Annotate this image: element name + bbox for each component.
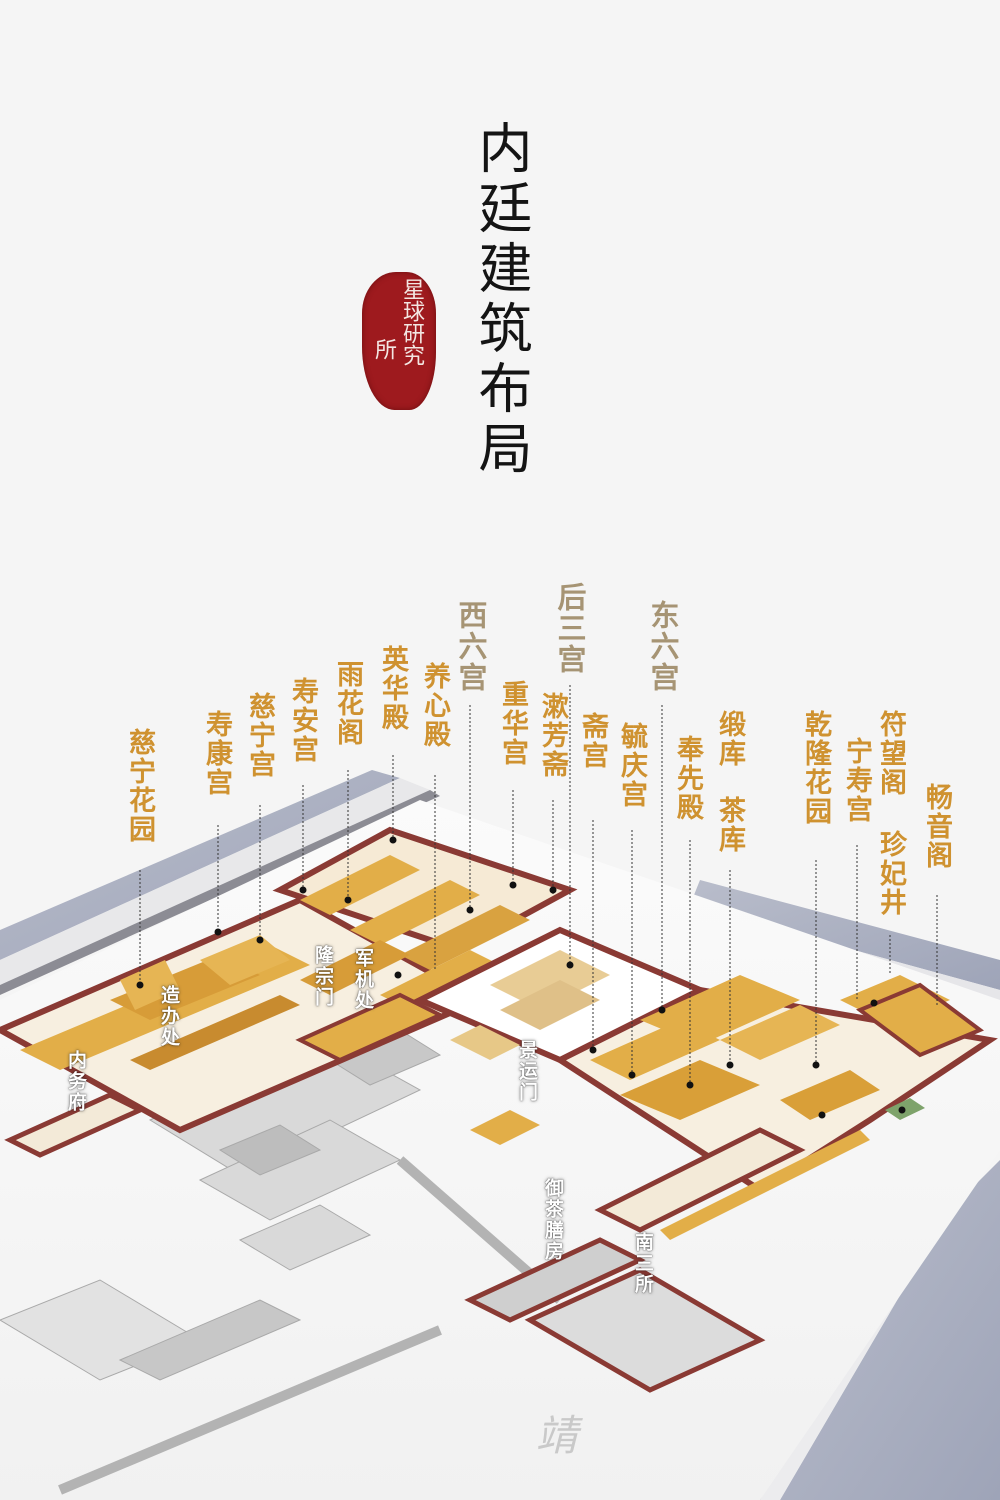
label-grand-council: 军机处 <box>352 948 374 1011</box>
label-shoukang-palace: 寿康宫 <box>201 710 232 797</box>
label-longzong-gate: 隆宗门 <box>312 945 334 1008</box>
northwest-moat <box>0 770 400 960</box>
label-ningshou-palace: 宁寿宫 <box>841 737 872 824</box>
label-fuwang-pavilion: 符望阁 <box>875 710 906 797</box>
label-shouan-palace: 寿安宫 <box>287 677 318 764</box>
label-yangxin-hall: 养心殿 <box>419 662 450 749</box>
label-fengxian-hall: 奉先殿 <box>672 735 703 822</box>
seal-stamp: 星球研究 所 <box>362 272 436 410</box>
label-cining-palace: 慈宁宫 <box>244 692 275 779</box>
label-yuhua-pavilion: 雨花阁 <box>332 660 363 747</box>
page-title: 内廷建筑布局 <box>469 120 532 480</box>
label-west-six-palaces: 西六宫 <box>454 600 488 693</box>
label-satin-storehouse: 缎库 <box>714 710 745 768</box>
seal-text-column-2: 所 <box>371 338 396 360</box>
leader-lines <box>139 685 938 1085</box>
label-changyin-pavilion: 畅音阁 <box>921 783 952 870</box>
label-shufang-studio: 漱芳斋 <box>537 692 568 779</box>
label-jingyun-gate: 景运门 <box>516 1040 538 1103</box>
label-zhai-palace: 斋宫 <box>577 712 608 770</box>
label-chonghua-palace: 重华宫 <box>497 680 528 767</box>
label-yinghua-hall: 英华殿 <box>377 645 408 732</box>
northeast-moat <box>690 880 1000 990</box>
seal-text-column-1: 星球研究 <box>399 278 424 366</box>
label-rear-three-palaces: 后三宫 <box>553 582 587 675</box>
west-six-palaces-block <box>272 826 578 1063</box>
east-palaces-block <box>553 975 998 1194</box>
label-qianlong-garden: 乾隆花园 <box>800 710 831 826</box>
label-imperial-kitchen: 御茶膳房 <box>542 1178 564 1262</box>
anchor-dots <box>136 836 906 1119</box>
label-east-six-palaces: 东六宫 <box>646 600 680 693</box>
rear-three-palaces-block <box>412 926 708 1145</box>
label-zaoban-office: 造办处 <box>158 985 180 1048</box>
label-tea-storehouse: 茶库 <box>714 796 745 854</box>
east-moat <box>780 1160 1000 1500</box>
label-yuqing-palace: 毓庆宫 <box>616 722 647 809</box>
southern-blocks <box>464 1127 870 1393</box>
label-cining-garden: 慈宁花园 <box>124 728 155 844</box>
label-zhenfei-well: 珍妃井 <box>875 830 906 917</box>
label-imperial-household: 内务府 <box>65 1050 87 1113</box>
label-nansan-suo: 南三所 <box>632 1232 654 1295</box>
